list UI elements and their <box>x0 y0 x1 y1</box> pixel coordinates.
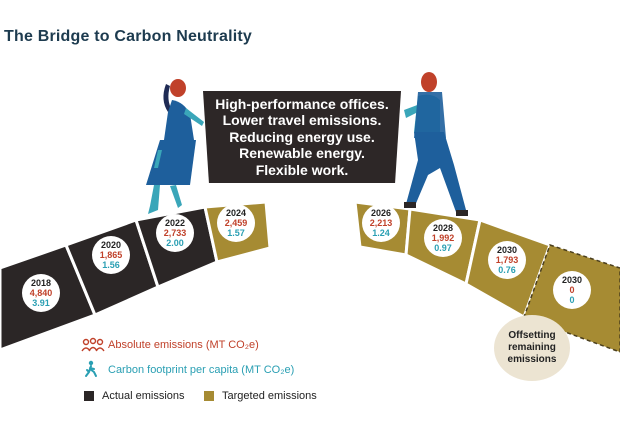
segment-year: 2026 <box>370 208 392 218</box>
callout-line: Lower travel emissions. <box>222 112 382 129</box>
segment-absolute-value: 1,865 <box>99 250 123 260</box>
people-group-icon <box>81 337 105 352</box>
legend-per-capita-label: Carbon footprint per capita (MT CO₂e) <box>108 364 295 376</box>
offset-label-line: Offsetting <box>508 330 556 341</box>
legend-absolute-label: Absolute emissions (MT CO₂e) <box>108 339 259 351</box>
legend-actual-label: Actual emissions <box>102 390 185 402</box>
segment-absolute-value: 4,840 <box>29 288 53 298</box>
segment-year: 2030 <box>561 275 583 285</box>
segment-per-capita-value: 2.00 <box>166 238 184 248</box>
segment-per-capita-value: 0.97 <box>434 243 452 253</box>
segment-absolute-value: 2,459 <box>224 218 248 228</box>
legend-targeted-label: Targeted emissions <box>222 390 317 402</box>
offset-bubble: Offsetting remaining emissions <box>494 315 570 381</box>
segment-per-capita-value: 1.57 <box>227 228 245 238</box>
segment-per-capita-value: 3.91 <box>32 298 50 308</box>
page-title: The Bridge to Carbon Neutrality <box>4 28 252 45</box>
segment-absolute-value: 2,213 <box>369 218 393 228</box>
man-figure <box>404 72 468 216</box>
segment-year: 2020 <box>100 240 122 250</box>
offset-label-line: emissions <box>507 354 557 365</box>
callout-line: Reducing energy use. <box>229 128 375 145</box>
segment-absolute-value: 1,793 <box>495 255 519 265</box>
woman-figure <box>146 79 204 214</box>
segment-absolute-value: 1,992 <box>431 233 455 243</box>
segment-year: 2018 <box>30 278 52 288</box>
segment-per-capita-value: 0.76 <box>498 265 516 275</box>
segment-absolute-value: 0 <box>569 285 575 295</box>
segment-per-capita-value: 1.24 <box>372 228 390 238</box>
legend-per-capita: Carbon footprint per capita (MT CO₂e) <box>108 364 294 376</box>
segment-absolute-value: 2,733 <box>163 228 187 238</box>
callout-line: High-performance offices. <box>215 95 389 112</box>
segment-per-capita-value: 0 <box>569 295 575 305</box>
segment-year: 2022 <box>164 218 186 228</box>
callout-line: Renewable energy. <box>239 145 365 162</box>
offset-label-line: remaining <box>508 342 556 353</box>
legend-targeted-swatch <box>204 391 214 401</box>
callout-line: Flexible work. <box>255 161 349 178</box>
segment-year: 2028 <box>432 223 454 233</box>
segment-year: 2024 <box>225 208 247 218</box>
legend-targeted: Targeted emissions <box>204 390 317 402</box>
walking-person-icon <box>85 360 97 377</box>
callout-box: High-performance offices. Lower travel e… <box>203 91 401 183</box>
segment-year: 2030 <box>496 245 518 255</box>
segment-per-capita-value: 1.56 <box>102 260 120 270</box>
legend-actual: Actual emissions <box>84 390 185 402</box>
legend-actual-swatch <box>84 391 94 401</box>
legend-absolute: Absolute emissions (MT CO₂e) <box>108 339 259 351</box>
